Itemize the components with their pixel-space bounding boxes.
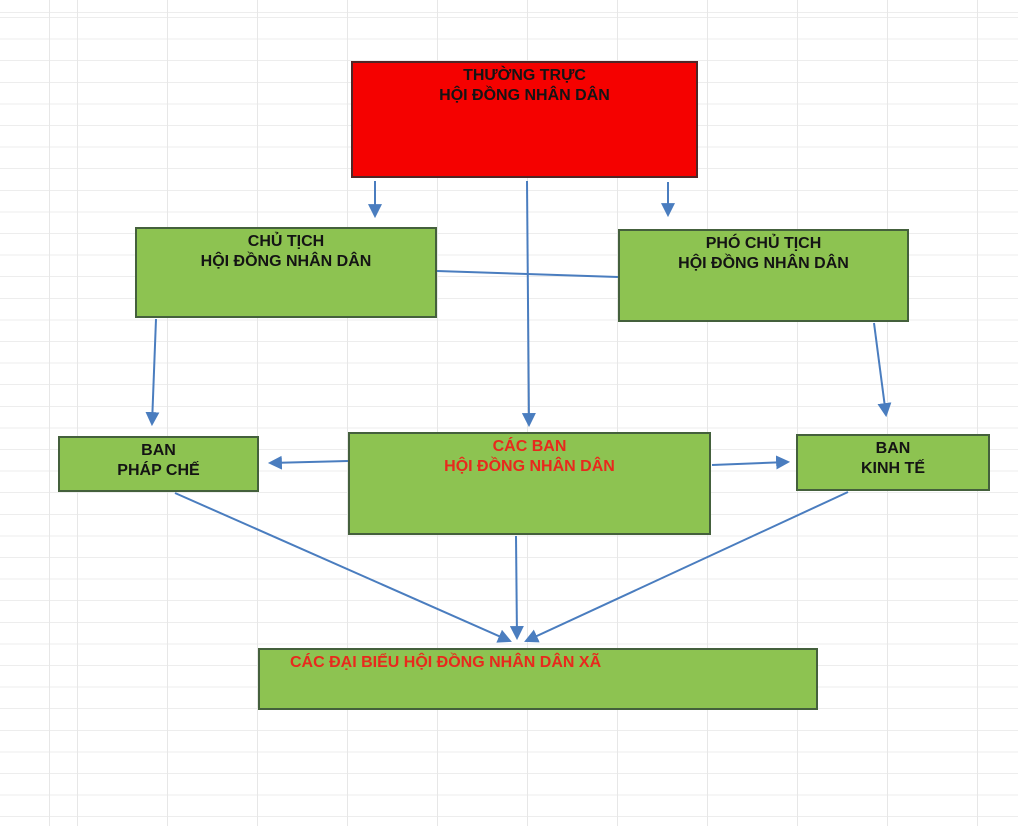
node-economic-board[interactable]: BAN KINH TẾ [796, 434, 990, 491]
node-delegates-label: CÁC ĐẠI BIỂU HỘI ĐỒNG NHÂN DÂN XÃ [290, 654, 602, 671]
node-vice-chairman-label: PHÓ CHỦ TỊCH HỘI ĐỒNG NHÂN DÂN [678, 235, 849, 272]
node-legal-board-label: BAN PHÁP CHẾ [117, 442, 200, 479]
connector-vice-chairman-to-economic-board[interactable] [873, 322, 892, 418]
node-vice-chairman[interactable]: PHÓ CHỦ TỊCH HỘI ĐỒNG NHÂN DÂN [618, 229, 909, 322]
connector-boards-to-delegates[interactable] [509, 535, 524, 641]
node-delegates[interactable]: CÁC ĐẠI BIỂU HỘI ĐỒNG NHÂN DÂN XÃ [258, 648, 818, 710]
connector-standing-to-boards[interactable] [521, 180, 536, 428]
connector-boards-to-economic-board[interactable] [711, 455, 791, 470]
node-economic-board-label: BAN KINH TẾ [861, 440, 925, 477]
connector-legal-board-to-delegates[interactable] [174, 492, 512, 643]
connector-economic-board-to-delegates[interactable] [524, 491, 849, 643]
node-chairman[interactable]: CHỦ TỊCH HỘI ĐỒNG NHÂN DÂN [135, 227, 437, 318]
node-boards-label: CÁC BAN HỘI ĐỒNG NHÂN DÂN [444, 438, 615, 475]
connector-boards-to-legal-board[interactable] [267, 455, 349, 470]
node-legal-board[interactable]: BAN PHÁP CHẾ [58, 436, 259, 492]
node-chairman-label: CHỦ TỊCH HỘI ĐỒNG NHÂN DÂN [200, 233, 372, 270]
node-standing-committee[interactable]: THƯỜNG TRỰC HỘI ĐỒNG NHÂN DÂN [351, 61, 698, 178]
connector-chairman-to-legal-board[interactable] [145, 318, 160, 427]
node-standing-committee-label: THƯỜNG TRỰC HỘI ĐỒNG NHÂN DÂN [439, 67, 610, 104]
connector-chairman-to-vice-chairman[interactable] [436, 270, 619, 278]
node-boards[interactable]: CÁC BAN HỘI ĐỒNG NHÂN DÂN [348, 432, 711, 535]
